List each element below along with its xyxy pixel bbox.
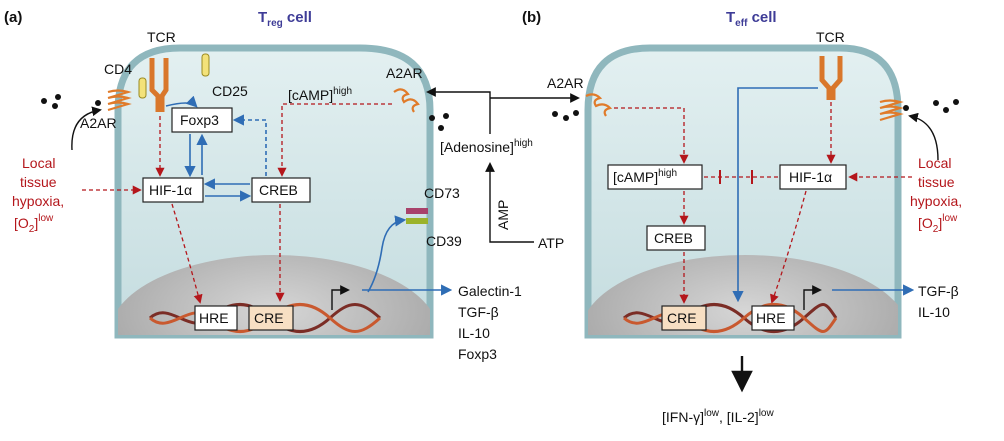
cd73-marker <box>406 208 428 214</box>
treg-output-0: Galectin-1 <box>458 283 522 299</box>
teff-nucleus <box>588 255 898 335</box>
atp-label: ATP <box>538 235 564 251</box>
teff-cre-box <box>661 305 707 331</box>
treg-o2-label: [O2]low <box>14 213 54 235</box>
treg-cre-box <box>248 305 294 331</box>
teff-o2-label: [O2]low <box>918 213 958 235</box>
adenosine-to-treg-arrow <box>426 87 491 134</box>
teff-cytokines-low: [IFN-γ]low, [IL-2]low <box>662 408 774 425</box>
treg-tcr-label: TCR <box>147 29 176 45</box>
treg-hypoxia-line2: tissue <box>20 174 57 190</box>
treg-creb-label: CREB <box>259 182 298 198</box>
foxp3-label: Foxp3 <box>180 112 219 128</box>
teff-a2ar-right-receptor <box>879 99 904 122</box>
teff-a2ar-label: A2AR <box>547 75 584 91</box>
teff-cell <box>584 44 902 339</box>
tcr-to-foxp3-arrow <box>165 95 198 108</box>
treg-creb-box <box>251 177 311 203</box>
amp-label: AMP <box>495 200 511 230</box>
treg-output-1: TGF-β <box>458 304 499 320</box>
teff-hif-box <box>779 164 847 190</box>
cd39-marker <box>406 218 428 224</box>
cd73-label: CD73 <box>424 185 460 201</box>
treg-hif-box <box>142 177 204 203</box>
treg-camp-label: [cAMP]high <box>288 86 352 103</box>
a2ar-to-camp-arrow <box>614 107 689 164</box>
teff-hif-label: HIF-1α <box>789 169 832 185</box>
teff-output-0: TGF-β <box>918 283 959 299</box>
teff-a2ar-left-receptor <box>585 93 613 117</box>
foxp3-box <box>171 107 233 133</box>
gene-to-cd39-arrow <box>367 215 407 293</box>
teff-camp-box <box>607 164 703 190</box>
teff-hypoxia-line3: hypoxia, <box>910 193 962 209</box>
treg-a2ar-left-label: A2AR <box>80 115 117 131</box>
teff-creb-label: CREB <box>654 230 693 246</box>
adenosine-dots-teff-left <box>552 110 579 121</box>
treg-transcription-start <box>331 285 350 310</box>
tcr-to-hre-blue-arrow <box>732 87 818 303</box>
hif-to-hre-arrow-left <box>171 203 203 304</box>
adenosine-dots-right <box>903 99 959 113</box>
treg-hif-label: HIF-1α <box>149 182 192 198</box>
teff-tcr-receptor <box>819 56 843 100</box>
teff-cre-label: CRE <box>667 310 697 326</box>
panel-label-a: (a) <box>4 9 22 26</box>
cd4-marker <box>138 77 147 99</box>
teff-hre-box <box>751 305 795 331</box>
adenosine-dots-left <box>41 94 101 109</box>
treg-a2ar-left-receptor <box>107 89 132 112</box>
treg-hre-box <box>194 305 238 331</box>
treg-a2ar-top-label: A2AR <box>386 65 423 81</box>
a2ar-to-creb-arrow-left <box>277 103 392 177</box>
treg-output-2: IL-10 <box>458 325 490 341</box>
teff-cell-title: Teff cell <box>726 9 777 29</box>
teff-hypoxia-line2: tissue <box>918 174 955 190</box>
treg-nucleus <box>118 255 430 335</box>
cd39-label: CD39 <box>426 233 462 249</box>
teff-camp-label: [cAMP]high <box>613 168 677 185</box>
cd25-marker <box>201 53 210 77</box>
panel-label-b: (b) <box>522 9 541 26</box>
creb-to-foxp3-arrow <box>232 114 267 176</box>
teff-cell-membrane <box>584 44 902 339</box>
treg-cre-label: CRE <box>254 310 284 326</box>
cd4-label: CD4 <box>104 61 132 77</box>
adenosine-bg <box>438 136 558 158</box>
teff-creb-box <box>646 225 706 251</box>
treg-hypoxia-line3: hypoxia, <box>12 193 64 209</box>
teff-output-1: IL-10 <box>918 304 950 320</box>
adenosine-binding-arrow-left <box>71 106 102 151</box>
adenosine-dots-center <box>429 113 449 131</box>
treg-a2ar-top-receptor <box>393 88 420 113</box>
teff-hre-label: HRE <box>756 310 786 326</box>
teff-tcr-label: TCR <box>816 29 845 45</box>
treg-output-3: Foxp3 <box>458 346 497 362</box>
treg-cell-title: Treg cell <box>258 9 312 29</box>
hif-to-hre-arrow-right <box>770 190 807 304</box>
treg-hre-label: HRE <box>199 310 229 326</box>
cd25-label: CD25 <box>212 83 248 99</box>
adenosine-binding-arrow-right <box>908 112 939 161</box>
treg-hypoxia-line1: Local <box>22 155 55 171</box>
teff-hypoxia-line1: Local <box>918 155 951 171</box>
adenosine-label: [Adenosine]high <box>440 138 533 155</box>
atp-to-adenosine-arrow <box>485 162 534 243</box>
treg-tcr-receptor <box>149 58 169 112</box>
teff-transcription-start <box>803 285 822 310</box>
